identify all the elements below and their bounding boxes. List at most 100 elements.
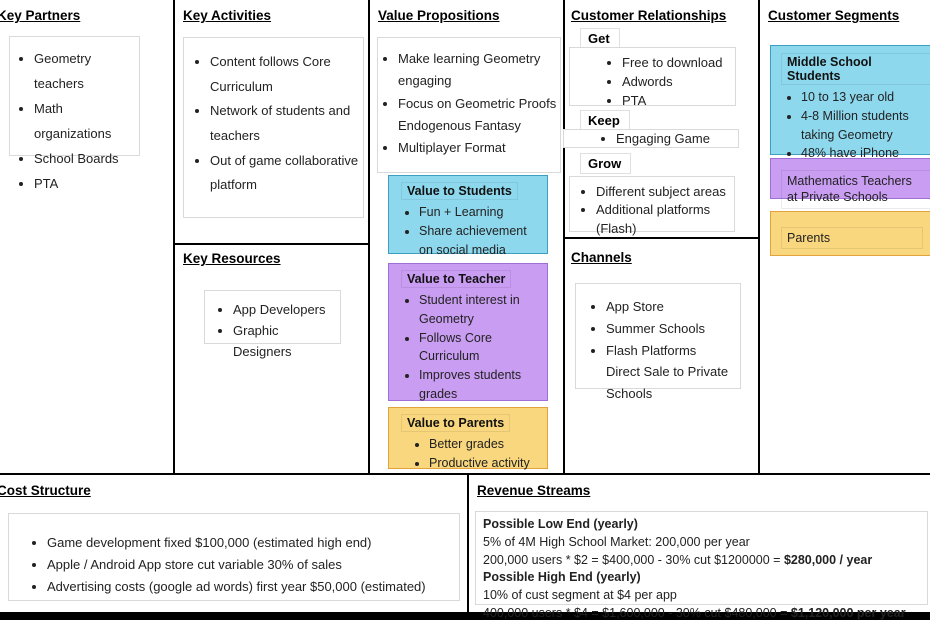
list-item: Focus on Geometric Proofs Endogenous Fan… xyxy=(398,93,558,138)
cost-structure-box: Game development fixed $100,000 (estimat… xyxy=(8,513,460,601)
list-item: Out of game collaborative platform xyxy=(210,149,361,198)
list-item: Math organizations xyxy=(34,97,137,147)
revenue-line: 10% of cust segment at $4 per app xyxy=(483,588,677,602)
grid-line-bottom-divider xyxy=(467,475,469,612)
keep-box: Engaging Game xyxy=(563,129,739,148)
key-partners-list: Geometry teachersMath organizationsSchoo… xyxy=(10,47,137,197)
grid-line-vertical-2 xyxy=(368,0,370,473)
segment-parents-label: Parents xyxy=(781,227,923,250)
section-key-partners: Key Partners Geometry teachersMath organ… xyxy=(0,0,173,473)
value-to-students-title: Value to Students xyxy=(401,182,518,200)
value-to-students-box: Value to Students Fun + LearningShare ac… xyxy=(388,175,548,257)
value-to-teacher-title: Value to Teacher xyxy=(401,270,512,288)
key-resources-title: Key Resources xyxy=(183,251,281,266)
segment-students-title: Middle School Students xyxy=(781,53,930,85)
value-to-parents-list: Better gradesProductive activity xyxy=(397,435,543,473)
list-item: App Store xyxy=(606,296,740,318)
list-item: Make learning Geometry engaging xyxy=(398,48,558,93)
list-item: Student interest in Geometry xyxy=(419,291,543,329)
list-item: Flash Platforms Direct Sale to Private S… xyxy=(606,340,740,405)
grid-line-vertical-4 xyxy=(758,0,760,473)
list-item: Free to download xyxy=(622,54,735,73)
key-activities-list: Content follows Core CurriculumNetwork o… xyxy=(184,50,361,198)
grow-list: Different subject areasAdditional platfo… xyxy=(570,183,734,238)
list-item: Multiplayer Format xyxy=(398,137,558,159)
list-item: Better grades xyxy=(429,435,543,454)
value-to-teacher-box: Value to Teacher Student interest in Geo… xyxy=(388,263,548,401)
keep-label: Keep xyxy=(580,110,630,131)
revenue-streams-box: Possible Low End (yearly) 5% of 4M High S… xyxy=(475,511,928,620)
section-customer-relationships: Customer Relationships Get Free to downl… xyxy=(563,0,758,237)
revenue-line: 5% of 4M High School Market: 200,000 per… xyxy=(483,534,750,549)
list-item: Geometry teachers xyxy=(34,47,137,97)
list-item: App Developers xyxy=(233,299,340,320)
value-to-parents-title: Value to Parents xyxy=(401,414,511,432)
grid-line-vertical-3 xyxy=(563,0,565,473)
list-item: Different subject areas xyxy=(596,183,734,201)
cost-structure-list: Game development fixed $100,000 (estimat… xyxy=(9,532,459,597)
channels-title: Channels xyxy=(571,250,632,265)
revenue-line: 200,000 users * $2 = $400,000 - 30% cut … xyxy=(483,552,873,585)
list-item: School Boards xyxy=(34,147,137,172)
key-activities-box: Content follows Core CurriculumNetwork o… xyxy=(183,37,364,218)
customer-relationships-title: Customer Relationships xyxy=(571,8,727,23)
list-item: 48% have iPhone xyxy=(801,144,930,163)
get-box: Free to downloadAdwordsPTA xyxy=(569,47,736,108)
list-item: Network of students and teachers xyxy=(210,99,361,148)
channels-list: App StoreSummer SchoolsFlash Platforms D… xyxy=(576,296,740,405)
value-propositions-title: Value Propositions xyxy=(378,8,500,23)
value-to-parents-box: Value to Parents Better gradesProductive… xyxy=(388,407,548,470)
list-item: Share achievement on social media xyxy=(419,222,543,260)
keep-list: Engaging Game xyxy=(564,131,738,147)
list-item: Adwords xyxy=(622,73,735,92)
key-resources-list: App DevelopersGraphic Designers xyxy=(205,299,340,362)
key-activities-title: Key Activities xyxy=(183,8,272,23)
revenue-line: 400,000 users * $4 = $1,600,000 - 30% cu… xyxy=(483,605,906,620)
list-item: PTA xyxy=(622,92,735,111)
segment-students-list: 10 to 13 year old4-8 Million students ta… xyxy=(779,88,930,163)
list-item: 4-8 Million students taking Geometry xyxy=(801,107,930,145)
revenue-line: Possible Low End (yearly) xyxy=(483,517,638,531)
bottom-border-bar xyxy=(0,612,930,620)
section-revenue-streams: Revenue Streams Possible Low End (yearly… xyxy=(467,473,930,620)
key-resources-box: App DevelopersGraphic Designers xyxy=(204,290,341,359)
channels-box: App StoreSummer SchoolsFlash Platforms D… xyxy=(575,283,741,401)
key-partners-title: Key Partners xyxy=(0,8,81,23)
grid-line-vertical-1 xyxy=(173,0,175,473)
list-item: PTA xyxy=(34,172,137,197)
value-propositions-box: Make learning Geometry engagingFocus on … xyxy=(377,37,561,173)
list-item: Follows Core Curriculum xyxy=(419,329,543,367)
segment-middle-school-students: Middle School Students 10 to 13 year old… xyxy=(770,45,930,160)
section-cost-structure: Cost Structure Game development fixed $1… xyxy=(0,473,467,612)
list-item: Game development fixed $100,000 (estimat… xyxy=(47,532,459,554)
value-propositions-list: Make learning Geometry engagingFocus on … xyxy=(378,48,558,160)
grid-line-key-resources-divider xyxy=(173,243,370,245)
list-item: Additional platforms (Flash) xyxy=(596,201,734,238)
section-channels: Channels App StoreSummer SchoolsFlash Pl… xyxy=(563,237,758,473)
customer-segments-title: Customer Segments xyxy=(768,8,900,23)
segment-teachers-label: Mathematics Teachers at Private Schools xyxy=(781,170,930,209)
section-customer-segments: Customer Segments Middle School Students… xyxy=(758,0,930,473)
list-item: Apple / Android App store cut variable 3… xyxy=(47,554,459,576)
list-item: Fun + Learning xyxy=(419,203,543,222)
get-list: Free to downloadAdwordsPTA xyxy=(570,54,735,111)
grid-line-row-divider xyxy=(0,473,930,475)
section-key-resources: Key Resources App DevelopersGraphic Desi… xyxy=(173,243,368,473)
list-item: Graphic Designers xyxy=(233,320,340,362)
grow-box: Different subject areasAdditional platfo… xyxy=(569,176,735,236)
get-label: Get xyxy=(580,28,620,49)
list-item: Engaging Game xyxy=(616,131,738,147)
list-item: Productive activity xyxy=(429,454,543,473)
section-key-activities: Key Activities Content follows Core Curr… xyxy=(173,0,368,243)
list-item: Summer Schools xyxy=(606,318,740,340)
value-to-teacher-list: Student interest in GeometryFollows Core… xyxy=(397,291,543,404)
list-item: 10 to 13 year old xyxy=(801,88,930,107)
revenue-streams-title: Revenue Streams xyxy=(477,483,591,498)
value-to-students-list: Fun + LearningShare achievement on socia… xyxy=(397,203,543,259)
cost-structure-title: Cost Structure xyxy=(0,483,91,498)
list-item: Content follows Core Curriculum xyxy=(210,50,361,99)
grid-line-channels-divider xyxy=(563,237,760,239)
grow-label: Grow xyxy=(580,153,632,174)
section-value-propositions: Value Propositions Make learning Geometr… xyxy=(368,0,563,473)
